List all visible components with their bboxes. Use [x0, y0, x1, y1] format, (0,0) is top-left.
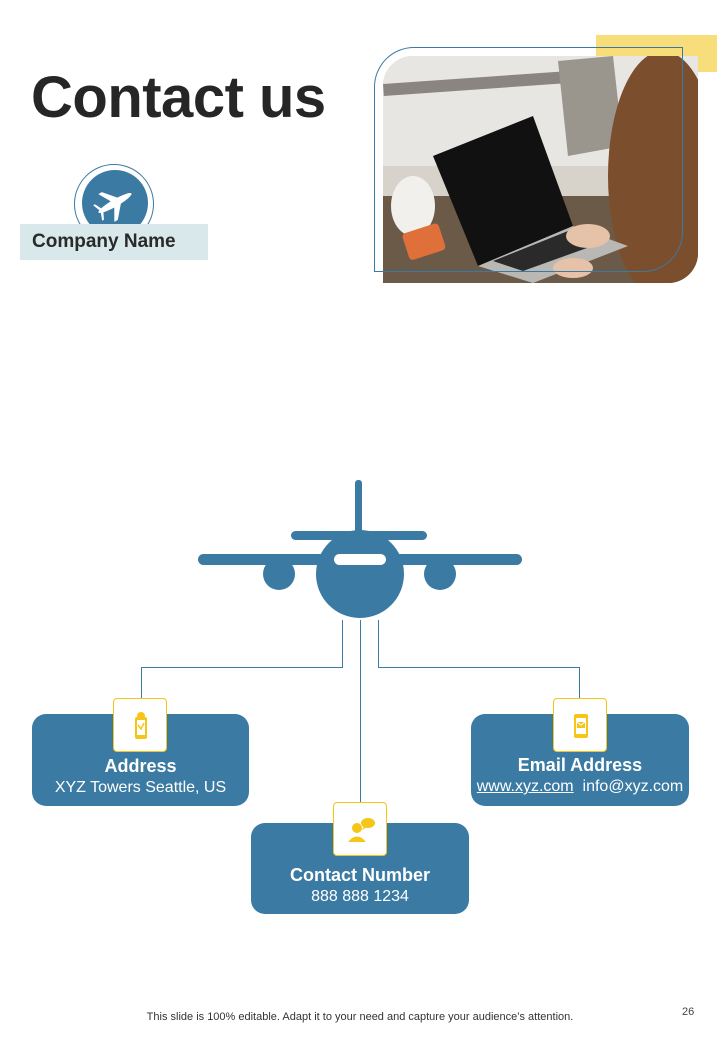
connector-line — [579, 667, 580, 699]
person-chat-icon — [348, 818, 375, 842]
email-value: info@xyz.com — [582, 778, 684, 795]
connector-line — [378, 667, 580, 668]
mobile-mail-icon — [574, 714, 588, 738]
address-icon-box — [113, 698, 167, 752]
address-card: Address XYZ Towers Seattle, US — [32, 714, 249, 806]
email-label: Email Address — [517, 755, 643, 775]
connector-line — [360, 620, 361, 803]
contact-label: Contact Number — [289, 865, 430, 885]
email-icon-box — [553, 698, 607, 752]
connector-line — [141, 667, 142, 699]
email-values: www.xyz.com info@xyz.com — [471, 778, 689, 796]
airplane-icon — [93, 192, 132, 222]
airplane-graphic — [198, 480, 522, 618]
address-label: Address — [104, 756, 177, 776]
contact-icon-box — [333, 802, 387, 856]
connector-line — [378, 620, 379, 668]
photo-outline — [374, 47, 683, 272]
connector-line — [141, 667, 343, 668]
map-phone-icon — [135, 712, 147, 739]
page-title: Contact us — [31, 65, 326, 130]
website-link[interactable]: www.xyz.com — [476, 778, 574, 795]
laptop-photo — [383, 56, 698, 283]
page-number: 26 — [682, 1006, 695, 1018]
contact-value: 888 888 1234 — [311, 888, 409, 905]
connector-line — [342, 620, 343, 668]
address-value: XYZ Towers Seattle, US — [54, 779, 227, 796]
footer-note: This slide is 100% editable. Adapt it to… — [146, 1011, 574, 1023]
company-name: Company Name — [20, 224, 208, 260]
